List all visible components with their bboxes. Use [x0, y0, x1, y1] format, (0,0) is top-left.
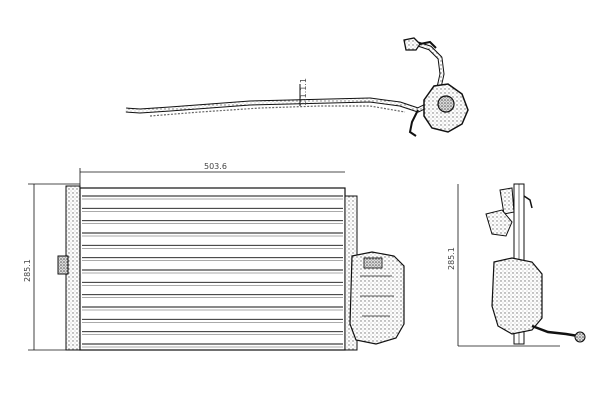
- receiver-fitting-detail: [360, 275, 394, 317]
- pipe-line-texture: [125, 42, 444, 113]
- top-connector-tail: [419, 40, 437, 49]
- side-height-dimension-label: 285.1: [447, 247, 456, 270]
- side-view-condenser: 285.1: [447, 183, 586, 347]
- height-dimension-label: 285.1: [23, 259, 32, 282]
- side-pipe-end-fitting: [574, 331, 586, 343]
- top-view-dimension-label: 1.1.1.1: [299, 78, 308, 106]
- side-mid-bracket: [485, 209, 513, 237]
- side-lower-pipe: [531, 324, 579, 338]
- width-dimension-label: 503.6: [204, 162, 227, 171]
- side-receiver-body: [491, 257, 543, 335]
- condenser-tubes: [82, 195, 343, 348]
- top-connector: [403, 37, 421, 51]
- side-upper-bracket: [499, 187, 515, 215]
- left-header-bracket: [57, 255, 69, 275]
- valve-stem: [408, 109, 419, 137]
- side-upper-pipe: [523, 195, 533, 209]
- fitting-nut: [437, 95, 455, 113]
- receiver-fitting-cap: [363, 257, 383, 269]
- receiver-fitting-block: [349, 251, 405, 345]
- pipe-line-lower: [149, 105, 406, 117]
- top-view-pipe-assembly: 1.1.1.1: [125, 37, 469, 137]
- front-view-condenser: 503.6 285.1: [23, 162, 405, 351]
- condenser-core: [79, 187, 346, 351]
